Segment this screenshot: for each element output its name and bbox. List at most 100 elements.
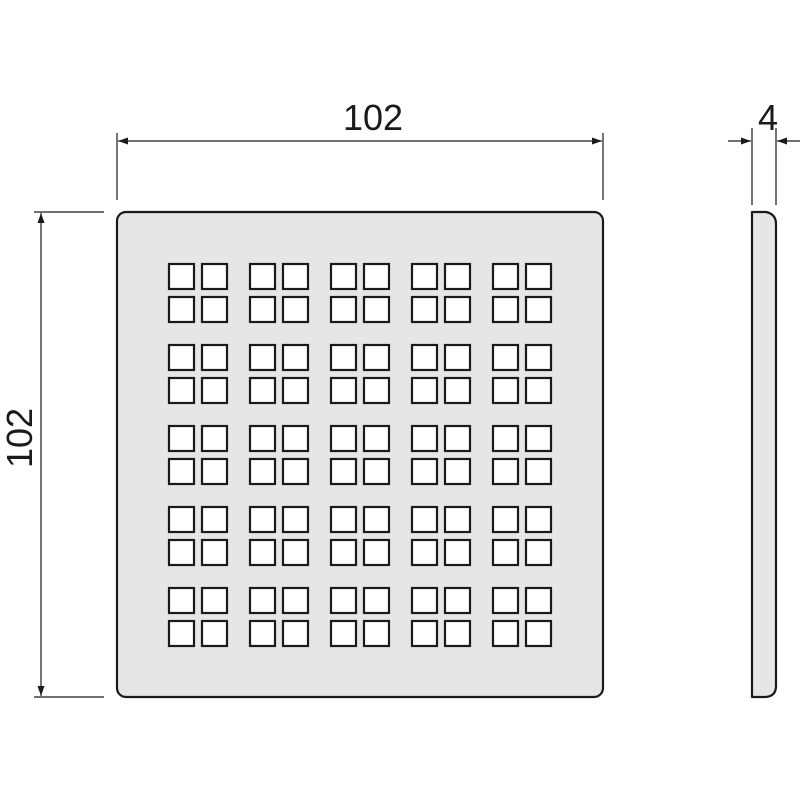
square-hole [329,376,358,405]
square-hole [329,295,358,324]
square-hole [248,262,277,291]
square-hole [410,586,439,615]
square-hole [443,262,472,291]
square-hole [524,586,553,615]
square-hole [329,343,358,372]
square-hole [443,343,472,372]
square-hole [410,376,439,405]
square-hole [443,295,472,324]
square-hole [167,619,196,648]
square-hole [410,538,439,567]
height-dimension: 102 [0,211,104,698]
square-hole [362,343,391,372]
square-hole [443,457,472,486]
square-hole [491,262,520,291]
square-hole [329,505,358,534]
square-hole [167,538,196,567]
square-hole [410,295,439,324]
width-dimension: 102 [116,97,604,200]
square-hole [443,505,472,534]
square-hole [362,295,391,324]
square-hole [329,424,358,453]
square-hole [200,619,229,648]
square-hole [329,457,358,486]
square-hole [248,619,277,648]
square-hole [362,619,391,648]
square-hole [491,505,520,534]
square-hole [491,376,520,405]
square-hole [362,376,391,405]
square-hole [200,262,229,291]
square-hole [167,424,196,453]
height-label: 102 [0,408,40,468]
square-hole [248,505,277,534]
square-hole [410,262,439,291]
square-hole [281,538,310,567]
square-hole [200,343,229,372]
square-hole [281,505,310,534]
square-hole [248,343,277,372]
grate-side-view [750,210,778,699]
square-hole [491,619,520,648]
square-hole [329,262,358,291]
square-hole [524,343,553,372]
square-hole [281,586,310,615]
width-label: 102 [343,97,403,138]
square-hole [281,343,310,372]
square-hole [524,424,553,453]
square-hole [362,457,391,486]
square-hole [362,262,391,291]
square-hole [281,376,310,405]
square-hole [281,262,310,291]
square-hole [443,586,472,615]
grate-plate [115,210,605,699]
square-hole [491,457,520,486]
square-hole [524,538,553,567]
square-hole [362,538,391,567]
square-hole [329,619,358,648]
square-hole [524,295,553,324]
square-hole [491,295,520,324]
square-hole [281,424,310,453]
square-hole [281,619,310,648]
square-hole [362,586,391,615]
square-hole [491,586,520,615]
square-hole [491,424,520,453]
hole-pattern [167,262,553,648]
square-hole [200,586,229,615]
square-hole [524,376,553,405]
square-hole [167,262,196,291]
square-hole [524,505,553,534]
square-hole [200,376,229,405]
square-hole [167,505,196,534]
square-hole [329,538,358,567]
square-hole [443,424,472,453]
square-hole [167,295,196,324]
square-hole [443,619,472,648]
square-hole [200,505,229,534]
square-hole [248,538,277,567]
square-hole [362,505,391,534]
square-hole [443,538,472,567]
square-hole [524,619,553,648]
square-hole [167,457,196,486]
square-hole [443,376,472,405]
square-hole [200,457,229,486]
square-hole [491,538,520,567]
square-hole [524,457,553,486]
square-hole [248,586,277,615]
square-hole [410,424,439,453]
square-hole [410,343,439,372]
square-hole [248,457,277,486]
square-hole [167,343,196,372]
square-hole [248,295,277,324]
square-hole [281,457,310,486]
square-hole [200,295,229,324]
square-hole [329,586,358,615]
square-hole [410,457,439,486]
square-hole [491,343,520,372]
square-hole [248,424,277,453]
square-hole [362,424,391,453]
square-hole [167,376,196,405]
